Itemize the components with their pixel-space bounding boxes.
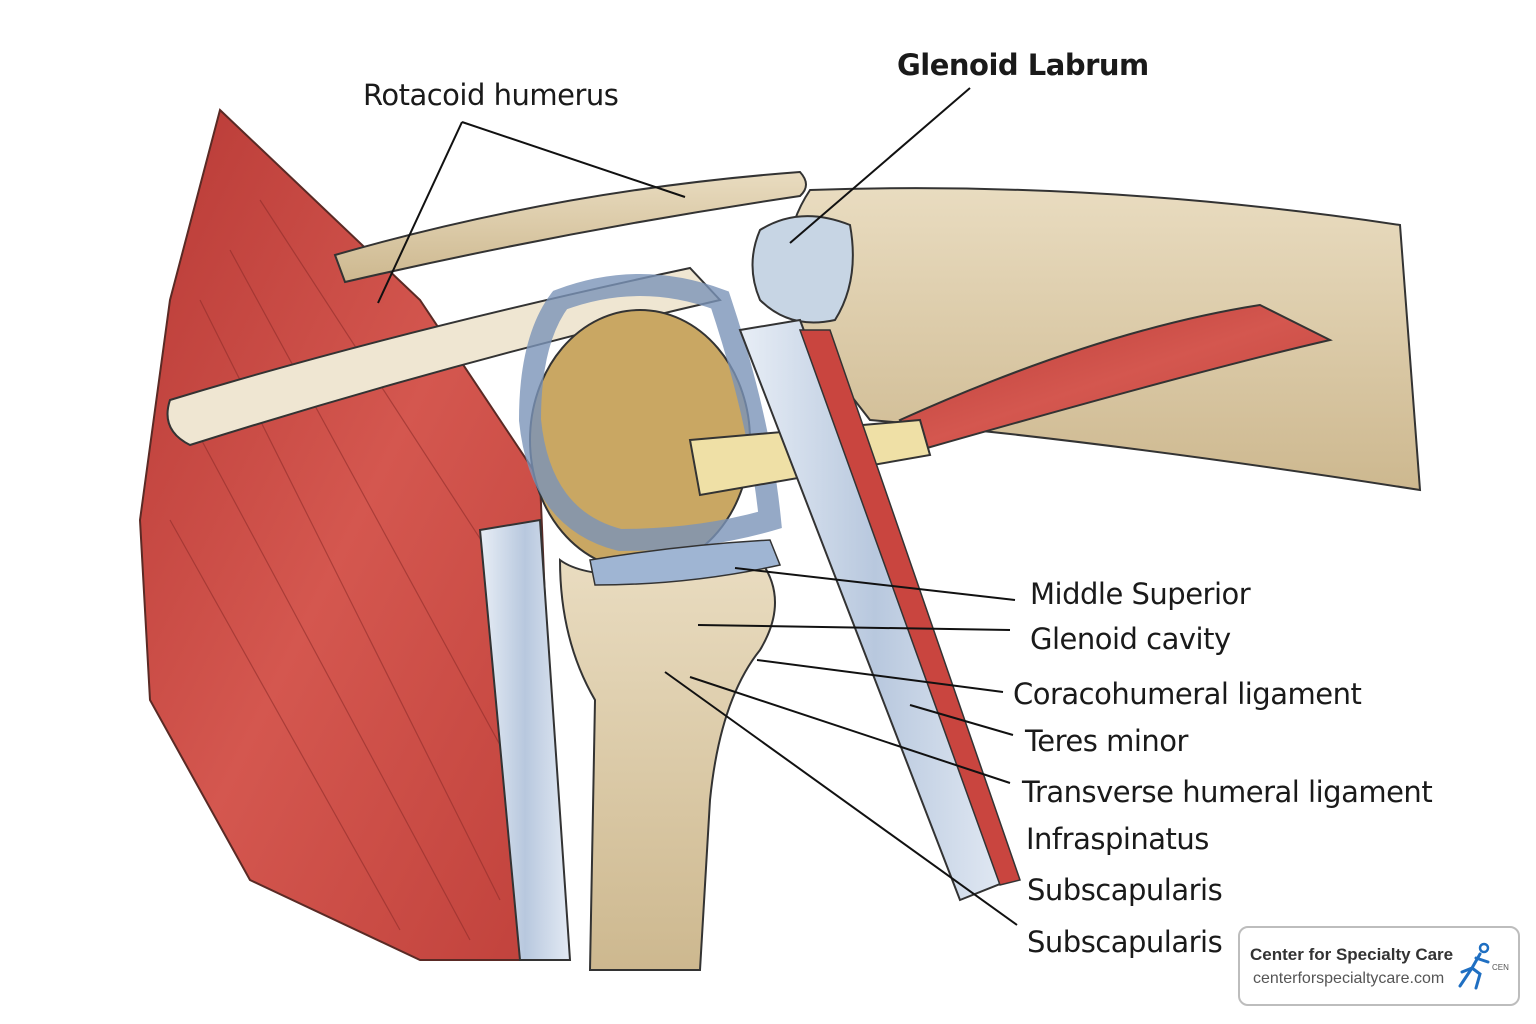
label-middle-superior: Middle Superior [1030,577,1251,611]
joint-capsule [518,274,782,552]
deltoid-muscle [138,108,562,961]
running-figure-logo-icon: CEN [1458,942,1509,990]
label-transverse-humeral-ligament: Transverse humeral ligament [1022,775,1433,809]
ligament-bands-left [478,518,572,961]
label-subscapularis: Subscapularis [1027,873,1223,907]
label-infraspinatus: Infraspinatus [1026,822,1209,856]
humerus-shaft [558,558,776,971]
label-subscapularis-2: Subscapularis [1027,925,1223,959]
clavicle-bone [333,170,807,284]
muscle-strip [798,329,1021,886]
label-teres-minor: Teres minor [1025,724,1188,758]
glenoid-rim [589,539,782,586]
label-glenoid-cavity: Glenoid cavity [1030,622,1231,656]
label-rotacoid-humerus: Rotacoid humerus [363,78,619,112]
label-glenoid-labrum: Glenoid Labrum [897,48,1149,82]
svg-text:CEN: CEN [1492,963,1509,972]
brand-url: centerforspecialtycare.com [1253,970,1445,987]
brand-name: Center for Specialty Care [1250,945,1454,964]
biceps-muscle [898,303,1333,452]
label-coracohumeral-ligament: Coracohumeral ligament [1013,677,1362,711]
leader-lines [377,87,1018,926]
brand-badge: Center for Specialty Care centerforspeci… [1238,926,1520,1006]
